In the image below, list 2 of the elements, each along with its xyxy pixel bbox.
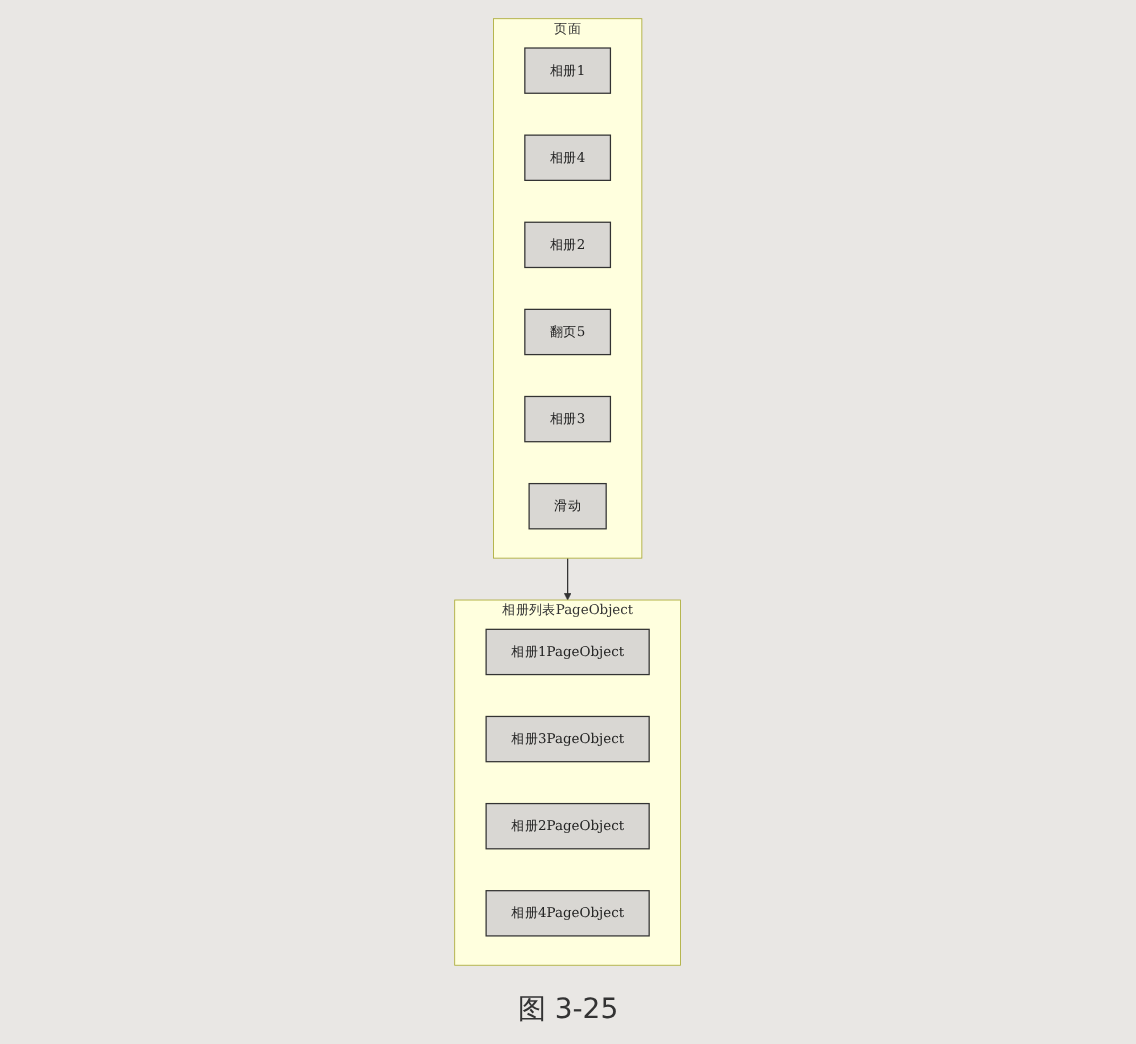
arrow (564, 557, 572, 601)
figure-caption: 图 3-25 (517, 992, 619, 1028)
